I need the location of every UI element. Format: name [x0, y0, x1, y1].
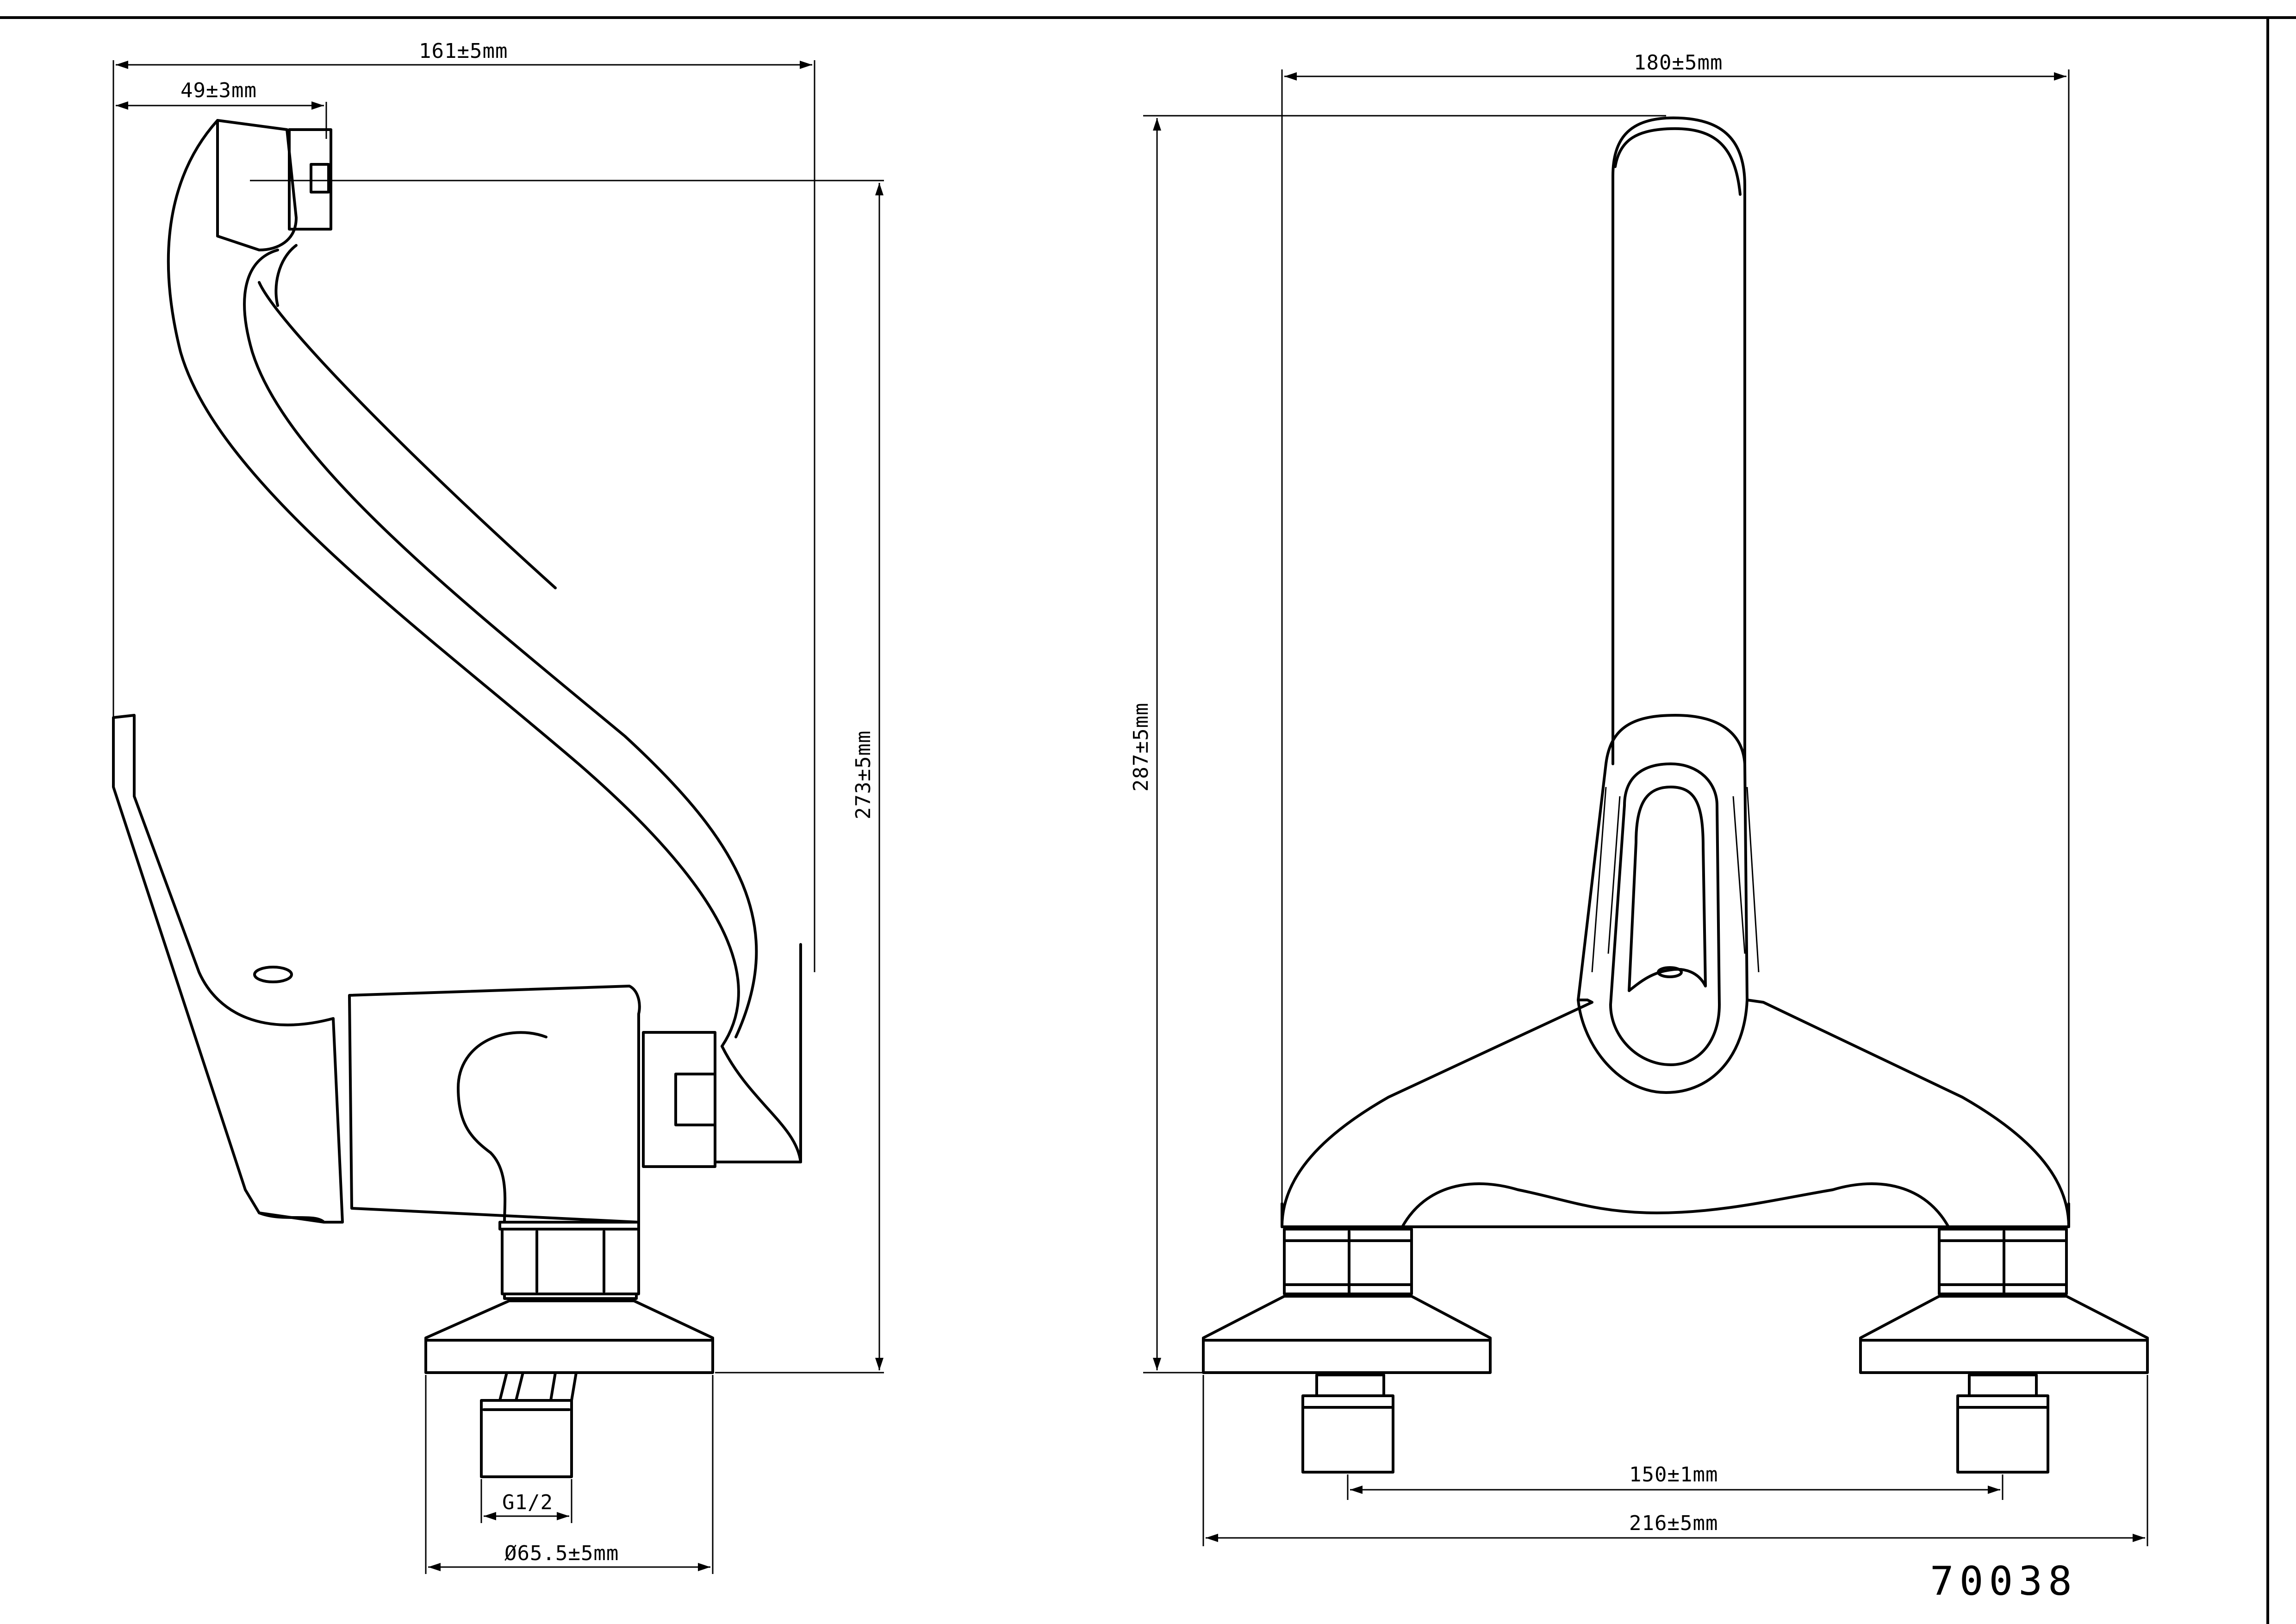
- lever-screw: [253, 966, 293, 983]
- front-view: 180±5mm 287±5mm 150±1mm 216±5mm: [1129, 51, 2149, 1546]
- inlet-connector: [480, 1399, 573, 1478]
- right-flange: [1859, 1295, 2149, 1374]
- spout-column: [1612, 116, 1746, 765]
- base-flange: [424, 1299, 714, 1374]
- dim-base-diameter: Ø65.5±5mm: [504, 1542, 619, 1565]
- right-inlet: [1956, 1394, 2049, 1474]
- dim-spout-outlet-offset: 49±3mm: [180, 79, 257, 102]
- dim-front-overall-width: 216±5mm: [1629, 1512, 1718, 1535]
- side-view: 161±5mm 49±3mm 273±5mm G1/2 Ø65.5±5mm: [112, 39, 884, 1574]
- dim-centre-distance: 150±1mm: [1629, 1463, 1718, 1487]
- left-flange: [1202, 1295, 1492, 1374]
- dim-body-width: 180±5mm: [1634, 51, 1723, 75]
- front-dimensions: 180±5mm 287±5mm 150±1mm 216±5mm: [1129, 51, 2148, 1546]
- spout-outline-outer: [167, 119, 740, 1048]
- side-dimensions: 161±5mm 49±3mm 273±5mm G1/2 Ø65.5±5mm: [112, 39, 884, 1574]
- dim-front-height: 287±5mm: [1129, 703, 1153, 792]
- mixer-body: [348, 985, 641, 1224]
- body-arms: [1281, 999, 2070, 1228]
- spout-head: [216, 119, 298, 251]
- outlet-ring: [642, 1031, 716, 1168]
- lever-handle: [112, 714, 344, 1224]
- drawing-frame: [0, 16, 2296, 1624]
- hex-nut: [501, 1228, 640, 1295]
- dim-height: 273±5mm: [852, 731, 875, 819]
- dim-thread: G1/2: [502, 1491, 553, 1514]
- part-number: 70038: [1930, 1558, 2078, 1605]
- left-inlet: [1301, 1394, 1394, 1474]
- lever-front: [1577, 714, 1748, 1094]
- dim-overall-width: 161±5mm: [419, 39, 508, 63]
- aerator: [288, 128, 332, 231]
- spout-outline-inner: [243, 249, 758, 1038]
